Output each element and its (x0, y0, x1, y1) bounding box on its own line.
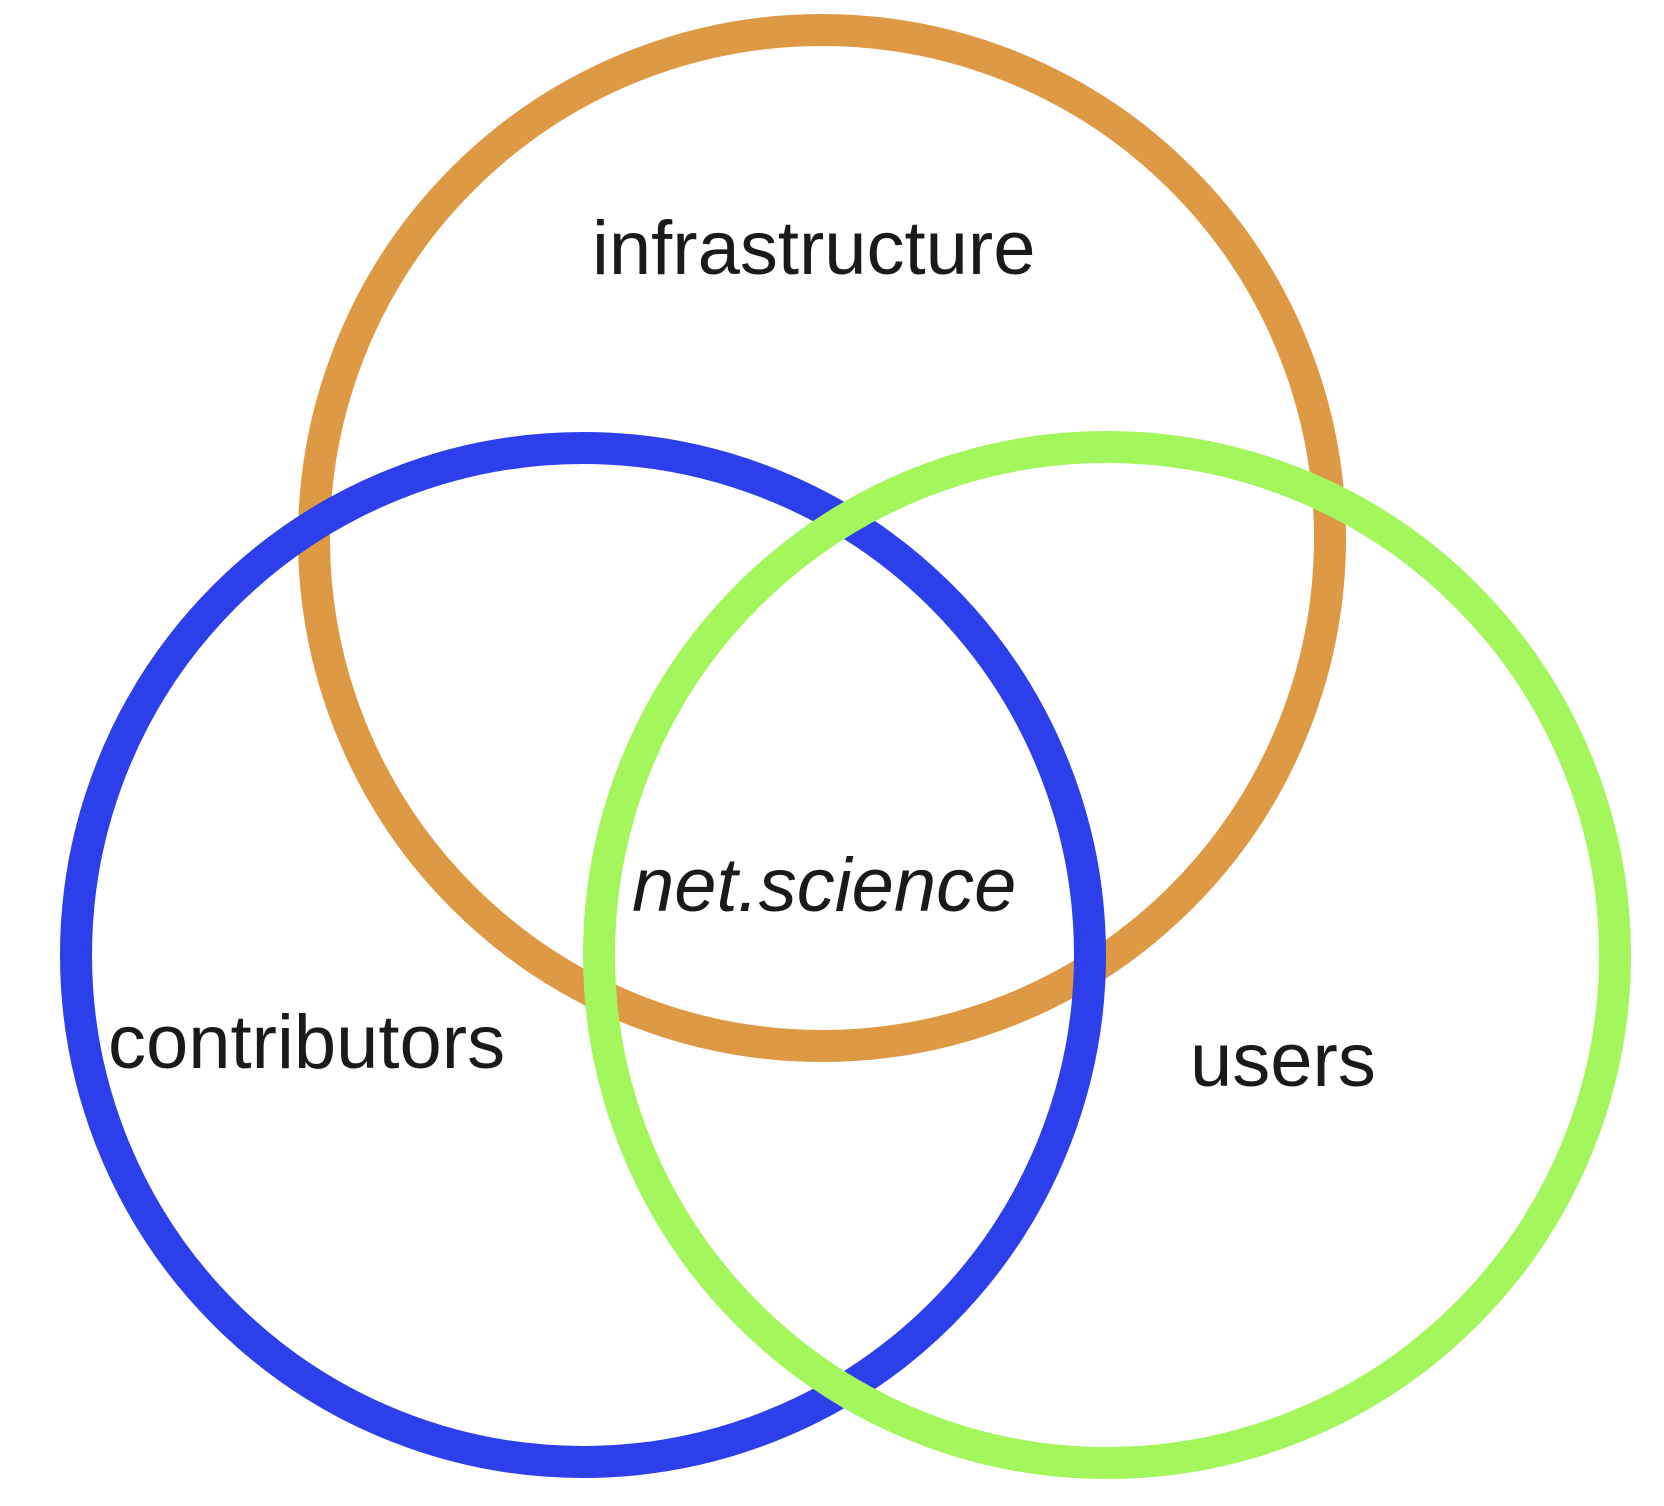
contributors-circle (60, 432, 1106, 1478)
contributors-label: contributors (108, 1000, 505, 1085)
center-label: net.science (632, 843, 1016, 928)
infrastructure-label: infrastructure (592, 206, 1036, 291)
users-circle (583, 431, 1631, 1479)
users-label: users (1190, 1018, 1376, 1103)
